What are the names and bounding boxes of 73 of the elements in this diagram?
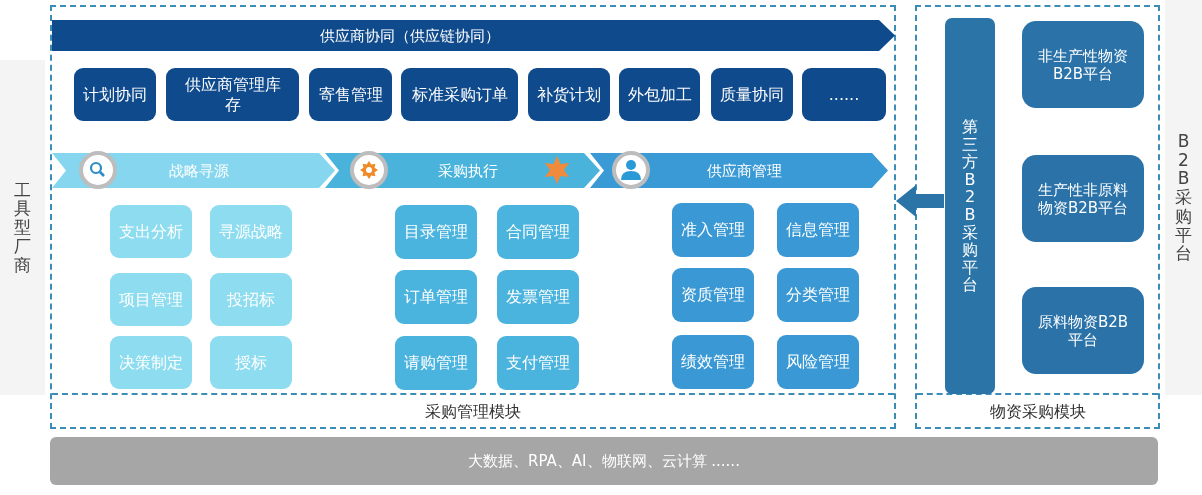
function-box	[210, 273, 292, 326]
box-label: 大数据、RPA、AI、物联网、云计算 ......	[468, 452, 740, 470]
function-box	[497, 270, 579, 324]
box-label: 供应商管理库存	[183, 75, 282, 114]
module-label: 物资采购模块	[988, 401, 1087, 421]
function-box	[110, 205, 192, 258]
box-label: 信息管理	[786, 220, 850, 240]
box-label: 供应商协同（供应链协同）	[320, 26, 501, 45]
box-label: 目录管理	[404, 222, 468, 242]
function-box	[777, 268, 859, 322]
function-box	[166, 68, 299, 121]
function-box	[74, 68, 156, 121]
function-box	[777, 203, 859, 257]
technology-bar	[50, 437, 1158, 485]
box-label: 采购执行	[437, 161, 498, 180]
function-box	[401, 68, 518, 121]
box-label: 非生产性物资B2B平台	[1037, 46, 1129, 83]
box-label: 决策制定	[119, 352, 183, 373]
box-label: 风险管理	[786, 352, 850, 372]
function-box	[619, 68, 700, 121]
box-label: 绩效管理	[681, 352, 745, 372]
platform-box	[1022, 21, 1144, 108]
function-box	[497, 205, 579, 259]
box-label: 原料物资B2B平台	[1036, 312, 1130, 349]
box-label: ......	[828, 84, 860, 105]
function-box	[395, 205, 477, 259]
function-box	[802, 68, 886, 121]
box-label: 供应商管理	[706, 161, 782, 180]
function-box	[711, 68, 793, 121]
platform-box	[1022, 155, 1144, 242]
box-label: 补货计划	[537, 84, 601, 105]
box-label: 分类管理	[786, 285, 850, 305]
box-label: 生产性非原料物资B2B平台	[1036, 180, 1130, 217]
box-label: 寻源战略	[219, 221, 283, 242]
module-frame	[915, 5, 1160, 429]
box-label: 计划协同	[83, 84, 147, 105]
function-box	[110, 336, 192, 389]
box-label: 工具型厂商	[14, 180, 31, 275]
function-box	[395, 270, 477, 324]
box-label: 订单管理	[404, 287, 468, 307]
box-label: B2B采购平台	[1175, 132, 1192, 263]
function-box	[777, 335, 859, 389]
box-label: 质量协同	[720, 84, 784, 105]
block-arrow	[896, 185, 944, 217]
module-frame	[50, 5, 896, 429]
box-label: 寄售管理	[318, 84, 383, 105]
box-label: 标准采购订单	[411, 84, 508, 105]
box-label: 第三方B2B采购平台	[962, 118, 978, 294]
box-label: 战略寻源	[168, 161, 229, 180]
box-label: 准入管理	[681, 220, 745, 240]
function-box	[395, 336, 477, 390]
function-box	[309, 68, 392, 121]
box-label: 支出分析	[119, 221, 183, 242]
box-label: 项目管理	[119, 289, 183, 310]
function-box	[672, 268, 754, 322]
function-box	[497, 336, 579, 390]
function-box	[672, 203, 754, 257]
function-box	[528, 68, 610, 121]
box-label: 请购管理	[404, 353, 468, 373]
platform-box	[1022, 287, 1144, 374]
box-label: 资质管理	[681, 285, 745, 305]
box-label: 外包加工	[627, 84, 692, 105]
box-label: 授标	[235, 352, 267, 373]
box-label: 支付管理	[506, 353, 570, 373]
function-box	[210, 336, 292, 389]
function-box	[672, 335, 754, 389]
module-label: 采购管理模块	[424, 401, 522, 421]
box-label: 投招标	[227, 289, 275, 310]
box-label: 发票管理	[506, 287, 570, 307]
platform-bar	[945, 18, 995, 394]
function-box	[110, 273, 192, 326]
function-box	[210, 205, 292, 258]
box-label: 合同管理	[506, 222, 570, 242]
